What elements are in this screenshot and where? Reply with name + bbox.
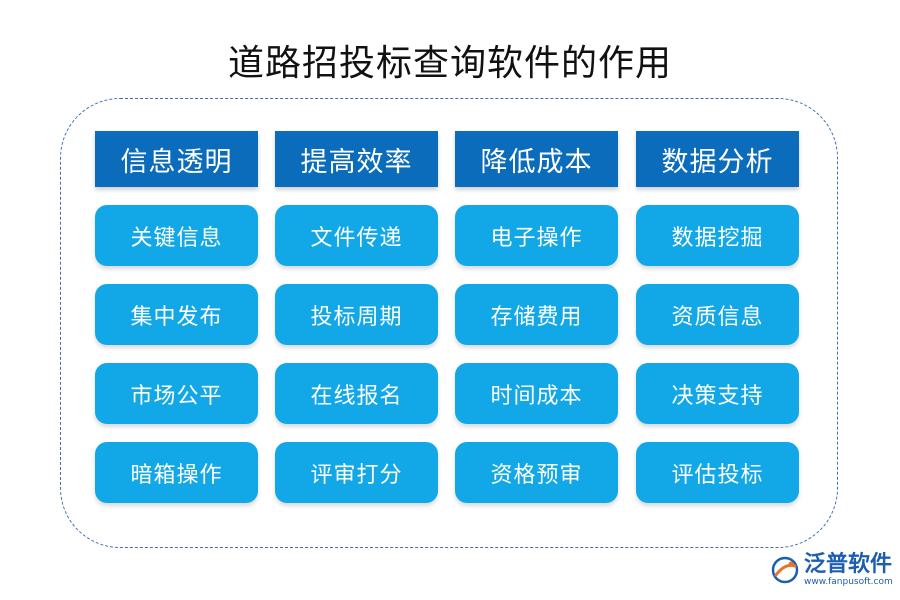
logo-name: 泛普软件 bbox=[804, 552, 893, 577]
column-header: 提高效率 bbox=[275, 131, 438, 187]
column-item: 投标周期 bbox=[275, 284, 438, 345]
column-0: 信息透明 关键信息 集中发布 市场公平 暗箱操作 bbox=[95, 131, 258, 521]
column-item: 存储费用 bbox=[455, 284, 618, 345]
column-item: 暗箱操作 bbox=[95, 442, 258, 503]
column-2: 降低成本 电子操作 存储费用 时间成本 资格预审 bbox=[455, 131, 618, 521]
column-header: 信息透明 bbox=[95, 131, 258, 187]
column-header: 降低成本 bbox=[455, 131, 618, 187]
column-item: 评审打分 bbox=[275, 442, 438, 503]
logo-url: www.fanpusoft.com bbox=[804, 577, 893, 587]
column-item: 资格预审 bbox=[455, 442, 618, 503]
column-item: 数据挖掘 bbox=[636, 205, 799, 266]
column-item: 电子操作 bbox=[455, 205, 618, 266]
column-item: 时间成本 bbox=[455, 363, 618, 424]
column-item: 市场公平 bbox=[95, 363, 258, 424]
column-item: 决策支持 bbox=[636, 363, 799, 424]
column-item: 评估投标 bbox=[636, 442, 799, 503]
column-3: 数据分析 数据挖掘 资质信息 决策支持 评估投标 bbox=[636, 131, 799, 521]
column-item: 集中发布 bbox=[95, 284, 258, 345]
dashed-frame bbox=[60, 98, 838, 548]
column-item: 资质信息 bbox=[636, 284, 799, 345]
column-header: 数据分析 bbox=[636, 131, 799, 187]
column-item: 关键信息 bbox=[95, 205, 258, 266]
diagram-title: 道路招投标查询软件的作用 bbox=[227, 43, 672, 84]
column-1: 提高效率 文件传递 投标周期 在线报名 评审打分 bbox=[275, 131, 438, 521]
brand-logo: 泛普软件 www.fanpusoft.com bbox=[770, 550, 893, 590]
logo-mark-icon bbox=[771, 556, 799, 584]
column-item: 在线报名 bbox=[275, 363, 438, 424]
column-item: 文件传递 bbox=[275, 205, 438, 266]
